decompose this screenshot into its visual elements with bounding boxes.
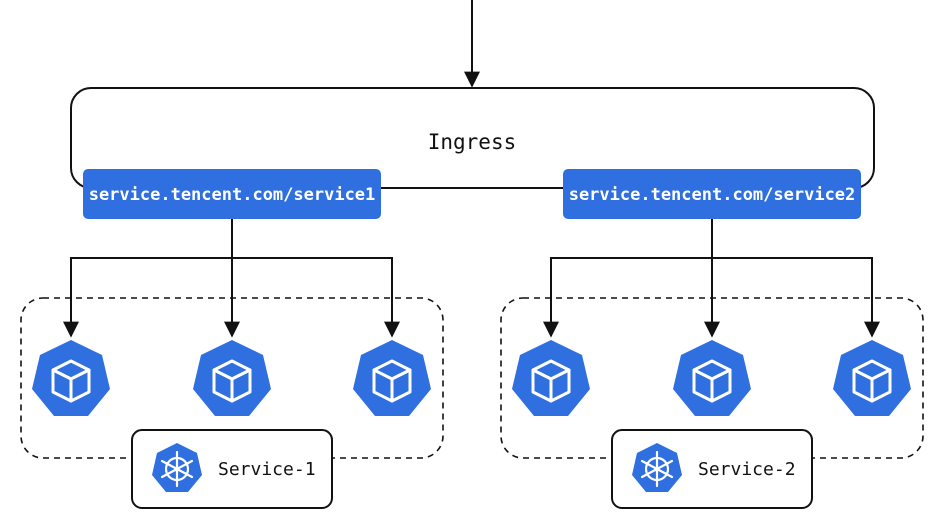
service-1-label: Service-1	[218, 459, 316, 480]
kubernetes-helm-icon	[632, 443, 682, 492]
route-1: service.tencent.com/service1	[83, 169, 381, 219]
route-2-label: service.tencent.com/service2	[569, 185, 856, 205]
pod-cube-icon	[673, 340, 751, 416]
service-1-box: Service-1	[131, 429, 333, 509]
pod-cube-icon	[512, 340, 590, 416]
pod-cube-icon	[32, 340, 110, 416]
kubernetes-helm-icon	[152, 443, 202, 492]
service-2-label: Service-2	[698, 459, 796, 480]
route-1-connectors	[63, 218, 400, 338]
pod-cube-icon	[833, 340, 911, 416]
pod-cube-icon	[353, 340, 431, 416]
ingress-label: Ingress	[428, 130, 517, 154]
service-2-box: Service-2	[611, 429, 813, 509]
pod-cube-icon	[193, 340, 271, 416]
ingress-box	[70, 87, 875, 189]
route-1-label: service.tencent.com/service1	[89, 185, 376, 205]
route-2: service.tencent.com/service2	[563, 169, 861, 219]
route-2-connectors	[543, 218, 880, 338]
